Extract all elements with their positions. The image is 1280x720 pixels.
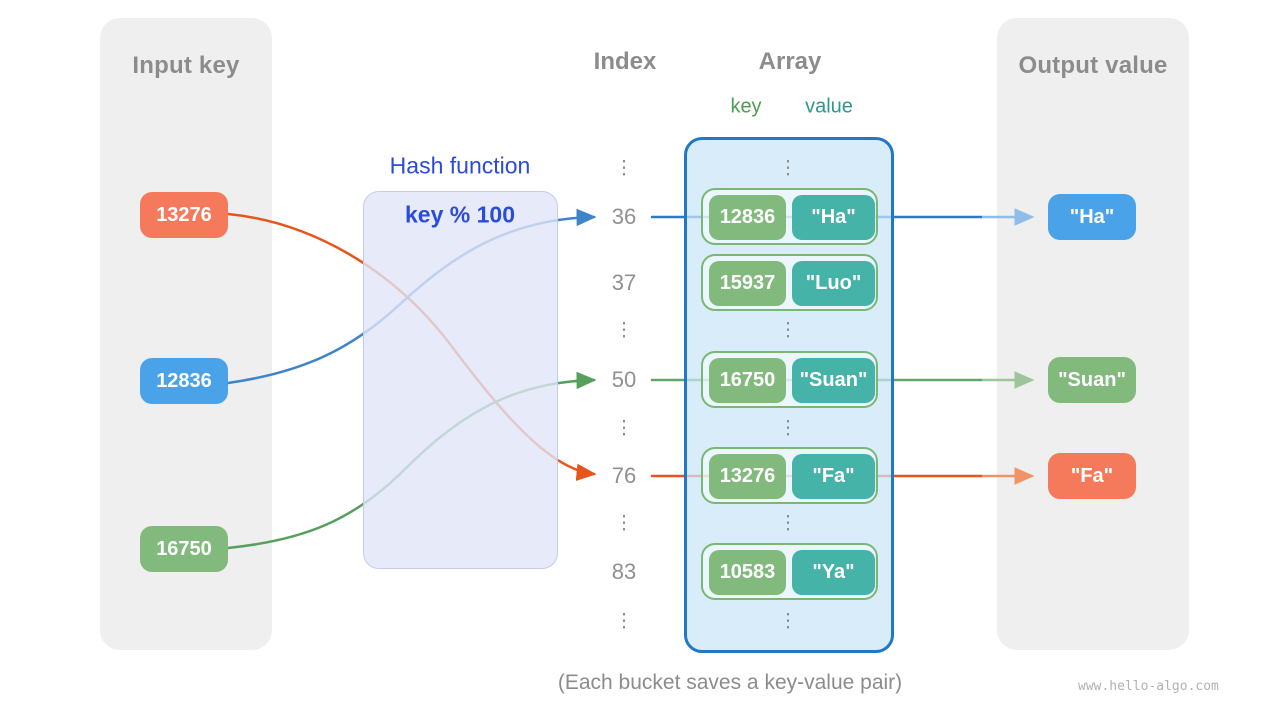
output-value-title: Output value [1018, 52, 1168, 79]
output-value-ha: "Ha" [1048, 194, 1136, 240]
bucket-key: 13276 [709, 454, 786, 499]
bucket-key: 15937 [709, 261, 786, 306]
bucket-key: 16750 [709, 358, 786, 403]
bucket-37: 15937 "Luo" [701, 254, 878, 311]
input-key-title: Input key [132, 52, 240, 79]
index-ellipsis: ⋮ [614, 512, 634, 534]
bucket-value: "Luo" [792, 261, 875, 306]
bucket-key: 12836 [709, 195, 786, 240]
array-ellipsis: ⋮ [778, 157, 798, 179]
array-ellipsis: ⋮ [778, 512, 798, 534]
index-76: 76 [611, 463, 637, 488]
array-column-title: Array [758, 48, 822, 75]
hash-function-formula: key % 100 [405, 201, 515, 228]
bucket-value: "Fa" [792, 454, 875, 499]
watermark: www.hello-algo.com [1078, 679, 1219, 694]
index-36: 36 [611, 204, 637, 229]
hash-function-box [363, 191, 558, 569]
index-column-title: Index [593, 48, 657, 75]
index-ellipsis: ⋮ [614, 319, 634, 341]
array-value-header: value [805, 95, 853, 118]
index-50: 50 [611, 367, 637, 392]
array-ellipsis: ⋮ [778, 319, 798, 341]
bucket-76: 13276 "Fa" [701, 447, 878, 504]
index-ellipsis: ⋮ [614, 610, 634, 632]
bucket-50: 16750 "Suan" [701, 351, 878, 408]
input-key-16750: 16750 [140, 526, 228, 572]
index-ellipsis: ⋮ [614, 157, 634, 179]
bucket-36: 12836 "Ha" [701, 188, 878, 245]
bucket-key: 10583 [709, 550, 786, 595]
output-value-panel: Output value [997, 18, 1189, 650]
index-ellipsis: ⋮ [614, 417, 634, 439]
array-ellipsis: ⋮ [778, 610, 798, 632]
bucket-value: "Ya" [792, 550, 875, 595]
bucket-value: "Suan" [792, 358, 875, 403]
caption: (Each bucket saves a key-value pair) [557, 671, 903, 694]
array-ellipsis: ⋮ [778, 417, 798, 439]
output-value-suan: "Suan" [1048, 357, 1136, 403]
bucket-value: "Ha" [792, 195, 875, 240]
input-key-12836: 12836 [140, 358, 228, 404]
array-key-header: key [730, 95, 762, 118]
hash-function-label: Hash function [389, 152, 531, 179]
bucket-83: 10583 "Ya" [701, 543, 878, 600]
output-value-fa: "Fa" [1048, 453, 1136, 499]
index-37: 37 [611, 270, 637, 295]
input-key-13276: 13276 [140, 192, 228, 238]
index-83: 83 [611, 559, 637, 584]
